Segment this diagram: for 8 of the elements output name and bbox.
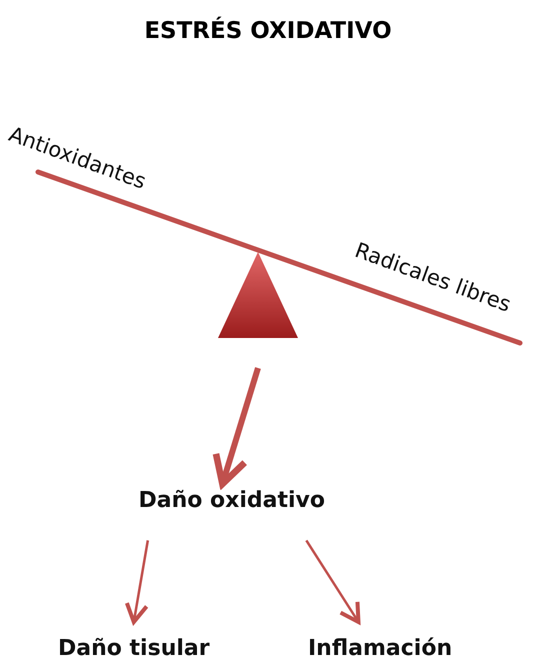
effect-label: Daño tisular: [58, 636, 210, 662]
arrow: [305, 540, 360, 624]
effect-label: Daño oxidativo: [138, 488, 325, 514]
fulcrum-triangle: [218, 252, 298, 338]
title: ESTRÉS OXIDATIVO: [143, 18, 393, 44]
arrow: [212, 367, 261, 488]
effect-label: Inflamación: [308, 636, 452, 662]
arrow: [124, 540, 150, 624]
